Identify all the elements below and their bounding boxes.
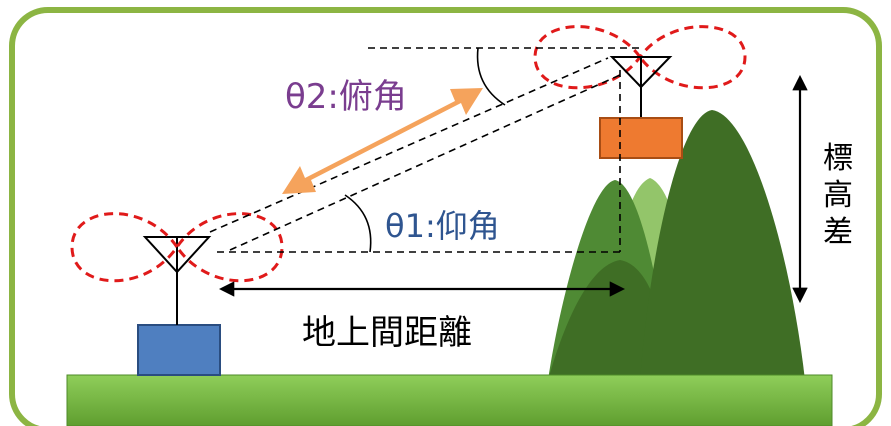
height-difference-label: 標 高 差 [823, 141, 853, 250]
elevation-angle-arc [344, 194, 372, 253]
air-radio-box [599, 117, 683, 159]
height-difference-char-2: 高 [823, 178, 853, 213]
depression-angle-arc [476, 47, 506, 106]
mountain-dark-left [548, 260, 672, 380]
ground [66, 374, 833, 426]
height-difference-char-1: 標 [823, 141, 853, 176]
ground-radio-box [137, 324, 221, 376]
ground-distance-label: 地上間距離 [302, 313, 472, 353]
construction-lines [209, 47, 640, 253]
mountain-dark-tall [640, 110, 805, 380]
elevation-angle-label: θ1:仰角 [385, 207, 500, 245]
depression-angle-label: θ2:俯角 [285, 77, 407, 117]
ground-radiation-pattern [70, 212, 284, 283]
slant-range-arrow [282, 88, 483, 194]
air-antenna-icon [609, 56, 673, 118]
ground-antenna-icon [142, 236, 212, 325]
height-difference-char-3: 差 [823, 215, 853, 250]
